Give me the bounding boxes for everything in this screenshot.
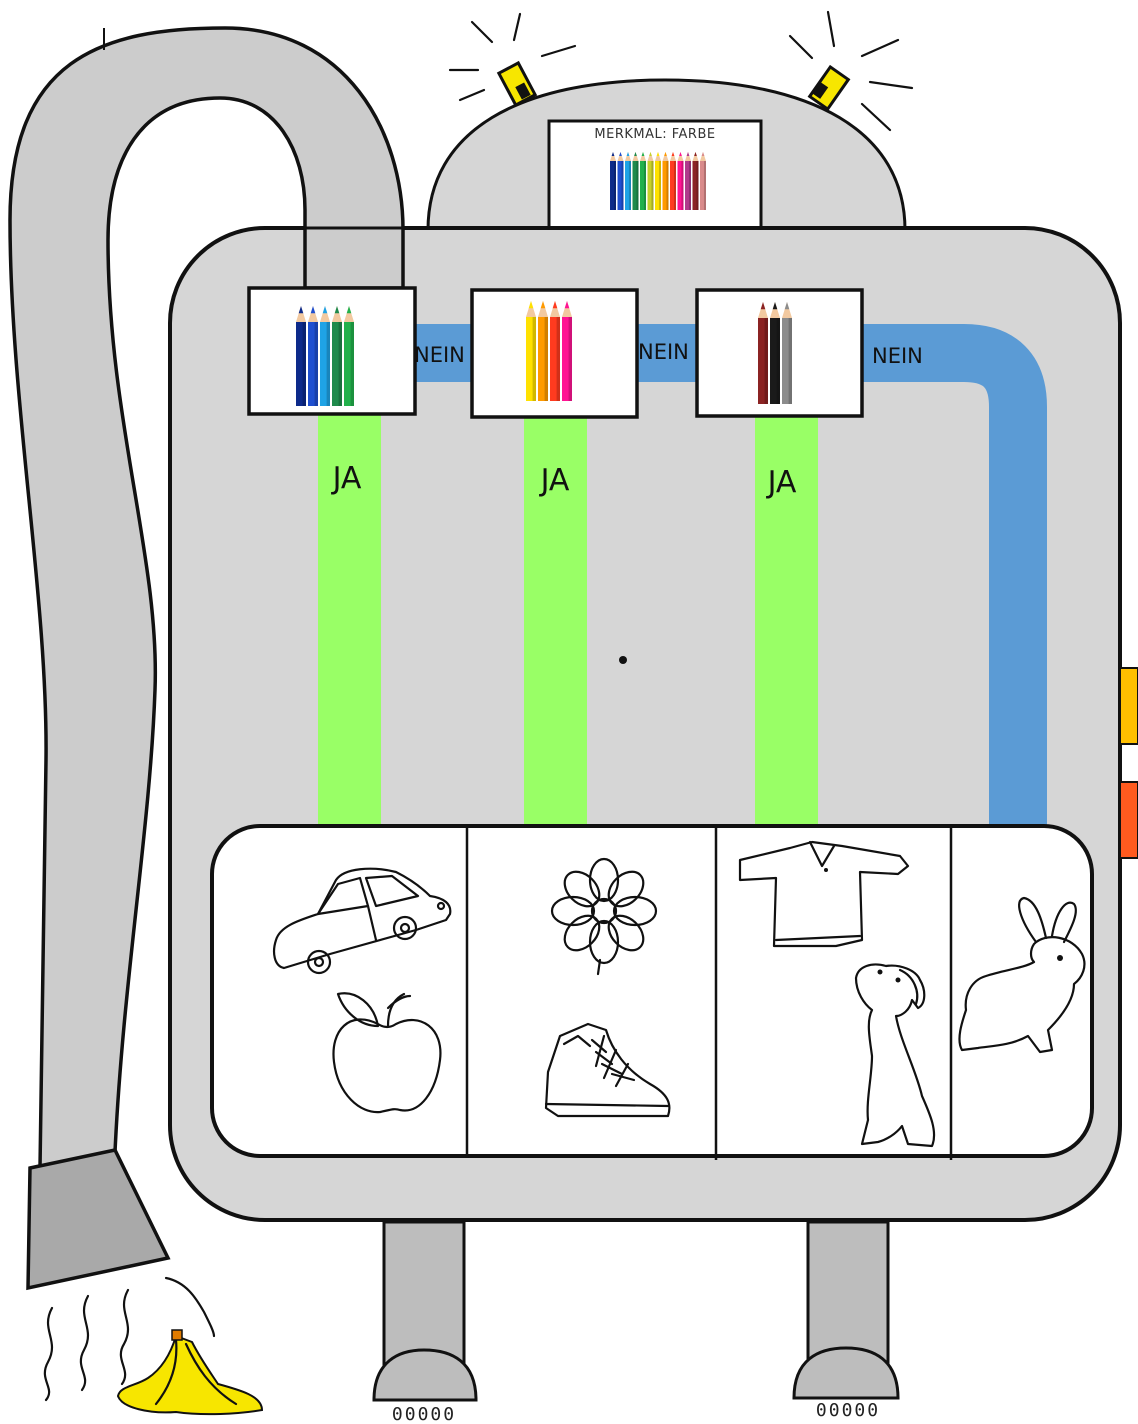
side-button-top[interactable] xyxy=(1120,668,1138,744)
foot-bolts-right: 00000 xyxy=(816,1400,880,1421)
pencil xyxy=(633,152,639,210)
pencil xyxy=(562,301,572,401)
yes-label-2: JA xyxy=(539,463,570,498)
pencil xyxy=(610,152,616,210)
no-label-1: NEIN xyxy=(414,343,465,367)
pencil xyxy=(770,302,780,404)
pencil xyxy=(550,301,560,401)
pencil-set-dark xyxy=(758,302,792,404)
pencil xyxy=(296,306,306,406)
pencil xyxy=(618,152,624,210)
no-label-3: NEIN xyxy=(872,344,923,368)
feature-title: MERKMAL: FARBE xyxy=(594,127,715,142)
foot-bolts-left: 00000 xyxy=(392,1404,456,1424)
pencil xyxy=(700,152,706,210)
pencil xyxy=(663,152,669,210)
machine-leg-left xyxy=(384,1222,464,1366)
pencil xyxy=(648,152,654,210)
pencil xyxy=(782,302,792,404)
pencil xyxy=(344,306,354,406)
pencil xyxy=(332,306,342,406)
pencil xyxy=(685,152,691,210)
pencil xyxy=(758,302,768,404)
pencil xyxy=(526,301,536,401)
hose-nozzle xyxy=(28,1150,168,1288)
no-label-2: NEIN xyxy=(638,340,689,364)
pencil xyxy=(678,152,684,210)
machine-leg-right xyxy=(808,1222,888,1366)
pencil xyxy=(538,301,548,401)
pencil xyxy=(640,152,646,210)
yes-label-1: JA xyxy=(331,461,362,496)
pencil xyxy=(655,152,661,210)
banana-peel-icon xyxy=(118,1330,262,1414)
marker-dot xyxy=(619,656,627,664)
pencil xyxy=(320,306,330,406)
pencil xyxy=(625,152,631,210)
pencil xyxy=(308,306,318,406)
pencil xyxy=(670,152,676,210)
pencil-set-blue-green xyxy=(296,306,354,406)
yes-label-3: JA xyxy=(766,465,797,500)
side-button-bottom[interactable] xyxy=(1120,782,1138,858)
pencil xyxy=(693,152,699,210)
